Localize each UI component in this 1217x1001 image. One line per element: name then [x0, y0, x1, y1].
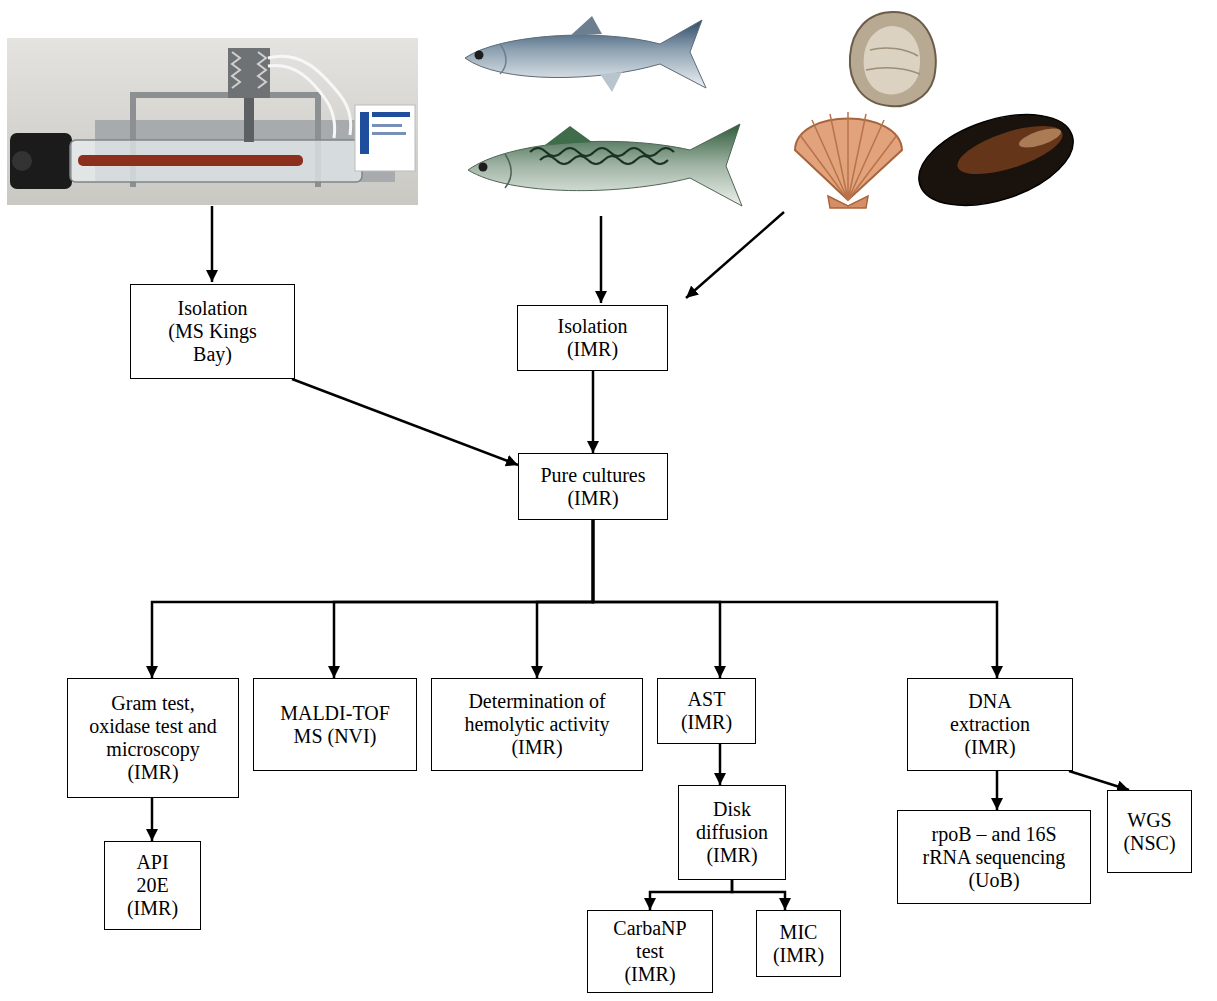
mackerel-illustration [468, 124, 742, 206]
water-sampler-photo-part [130, 92, 321, 98]
herring-illustration-part [570, 16, 602, 36]
box-label: Pure cultures (IMR) [528, 464, 658, 510]
process-box: DNA extraction (IMR) [907, 678, 1073, 771]
oyster-illustration [850, 12, 936, 106]
flow-arrow [592, 371, 595, 453]
water-sampler-photo [7, 38, 418, 205]
oyster-illustration-part [850, 12, 936, 106]
process-box: Determination of hemolytic activity (IMR… [431, 678, 643, 771]
mackerel-illustration-part [545, 126, 592, 145]
process-box: MALDI-TOF MS (NVI) [253, 678, 417, 771]
flow-arrow [719, 744, 722, 785]
herring-illustration-part [600, 72, 622, 92]
flow-arrow [151, 798, 154, 841]
herring-illustration-part [500, 44, 506, 74]
water-sampler-photo-part [258, 52, 266, 88]
process-box: Gram test, oxidase test and microscopy (… [67, 678, 239, 798]
water-sampler-photo-part [372, 124, 402, 127]
mussel-illustration-part [1017, 125, 1063, 152]
flow-arrow [996, 771, 999, 810]
box-label: WGS (NSC) [1120, 809, 1180, 855]
box-label: Isolation (IMR) [543, 315, 643, 361]
flow-arrow [593, 520, 997, 678]
water-sampler-photo-part [12, 151, 32, 171]
flow-arrow [1069, 771, 1129, 790]
process-box: Isolation (MS Kings Bay) [130, 284, 295, 379]
box-label: rpoB – and 16S rRNA sequencing (UoB) [914, 823, 1074, 892]
box-label: AST (IMR) [672, 688, 742, 734]
mussel-illustration [908, 97, 1085, 223]
flow-arrow [593, 520, 720, 678]
source-arrows-part [211, 206, 214, 282]
water-sampler-photo-part [372, 132, 406, 135]
water-sampler-photo-part [360, 112, 369, 154]
scallop-illustration-part [828, 196, 868, 208]
water-sampler-photo-part [7, 38, 418, 205]
oyster-illustration-part [866, 48, 920, 74]
mackerel-illustration-part [468, 124, 742, 206]
oyster-illustration-part [864, 26, 921, 94]
herring-illustration-part [475, 51, 484, 60]
water-sampler-photo-part [268, 56, 351, 135]
mackerel-illustration-part [505, 154, 511, 188]
flow-arrow [334, 520, 593, 678]
process-box: WGS (NSC) [1107, 790, 1192, 873]
mussel-illustration-part [952, 116, 1068, 184]
flow-arrow [650, 880, 732, 910]
flow-arrow [537, 520, 593, 678]
scallop-illustration-part [800, 112, 897, 200]
water-sampler-photo-part [10, 133, 72, 189]
box-label: CarbaNP test (IMR) [610, 917, 690, 986]
process-box: rpoB – and 16S rRNA sequencing (UoB) [897, 810, 1091, 904]
box-label: DNA extraction (IMR) [940, 690, 1040, 759]
flow-arrow [152, 520, 593, 678]
mussel-illustration-part [908, 97, 1085, 223]
process-box: API 20E (IMR) [104, 841, 201, 930]
process-box: Isolation (IMR) [517, 305, 668, 371]
water-sampler-photo-part [228, 48, 270, 98]
process-box: Disk diffusion (IMR) [678, 785, 786, 880]
process-box: MIC (IMR) [756, 910, 841, 977]
water-sampler-photo-part [355, 105, 415, 171]
scallop-illustration [795, 112, 902, 208]
box-label: Isolation (MS Kings Bay) [163, 297, 263, 366]
process-box: AST (IMR) [657, 678, 756, 744]
process-box: Pure cultures (IMR) [518, 453, 668, 520]
water-sampler-photo-part [268, 65, 335, 138]
source-arrows-part [600, 216, 603, 303]
mackerel-illustration-part [530, 148, 674, 156]
box-label: Determination of hemolytic activity (IMR… [452, 690, 622, 759]
box-label: MALDI-TOF MS (NVI) [278, 702, 393, 748]
herring-illustration [465, 16, 706, 92]
water-sampler-photo-part [78, 155, 303, 166]
mackerel-illustration-part [540, 156, 668, 164]
water-sampler-photo-part [70, 140, 362, 182]
box-label: MIC (IMR) [769, 921, 829, 967]
source-arrows [212, 206, 784, 303]
box-label: API 20E (IMR) [122, 851, 184, 920]
flow-arrow [732, 880, 785, 910]
water-sampler-photo-part [372, 112, 410, 117]
box-label: Disk diffusion (IMR) [690, 798, 774, 867]
mackerel-illustration-part [479, 163, 488, 172]
water-sampler-photo-part [232, 52, 240, 88]
water-sampler-photo-part [244, 98, 254, 142]
flow-arrow [292, 379, 518, 465]
process-box: CarbaNP test (IMR) [587, 910, 713, 993]
source-arrows-part [686, 212, 784, 298]
box-label: Gram test, oxidase test and microscopy (… [83, 692, 223, 784]
